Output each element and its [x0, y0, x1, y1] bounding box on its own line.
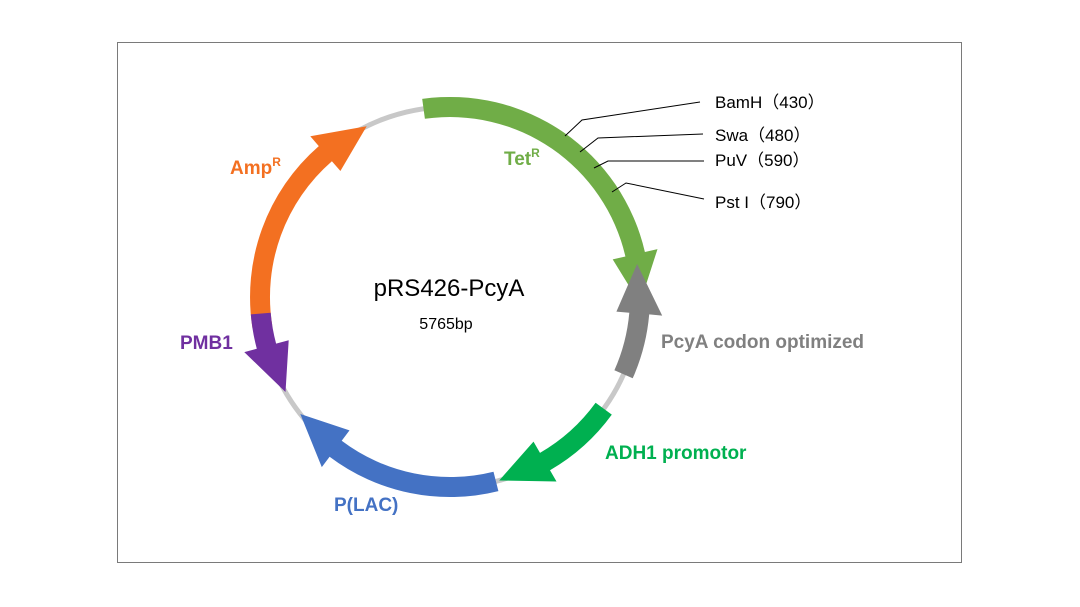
adh1-label: ADH1 promotor [605, 443, 747, 464]
pmb1-origin-arrow [244, 312, 289, 392]
tet-resistance-arrow [422, 96, 658, 304]
site-label-swa: Swa（480） [715, 126, 810, 145]
pcya-label: PcyA codon optimized [661, 332, 864, 353]
site-label-bamh: BamH（430） [715, 93, 825, 112]
site-leader-puv [593, 160, 704, 169]
site-leader-swa [579, 133, 704, 153]
plasmid-name: pRS426-PcyA [374, 275, 525, 302]
amp-label: AmpR [230, 155, 281, 179]
pcya-gene-arrow [614, 264, 663, 379]
figure-frame [117, 42, 962, 563]
plac-promoter-arrow [300, 414, 499, 498]
site-label-pst: Pst I（790） [715, 193, 811, 212]
adh1-promotor-arrow [499, 402, 612, 482]
site-label-puv: PuV（590） [715, 151, 810, 170]
amp-resistance-arrow [250, 126, 367, 329]
plasmid-size: 5765bp [419, 316, 472, 333]
site-leader-bamh [564, 101, 701, 137]
plac-label: P(LAC) [334, 495, 398, 516]
pmb1-label: PMB1 [180, 333, 233, 354]
site-leader-pst [611, 182, 705, 200]
tet-label: TetR [504, 146, 540, 170]
